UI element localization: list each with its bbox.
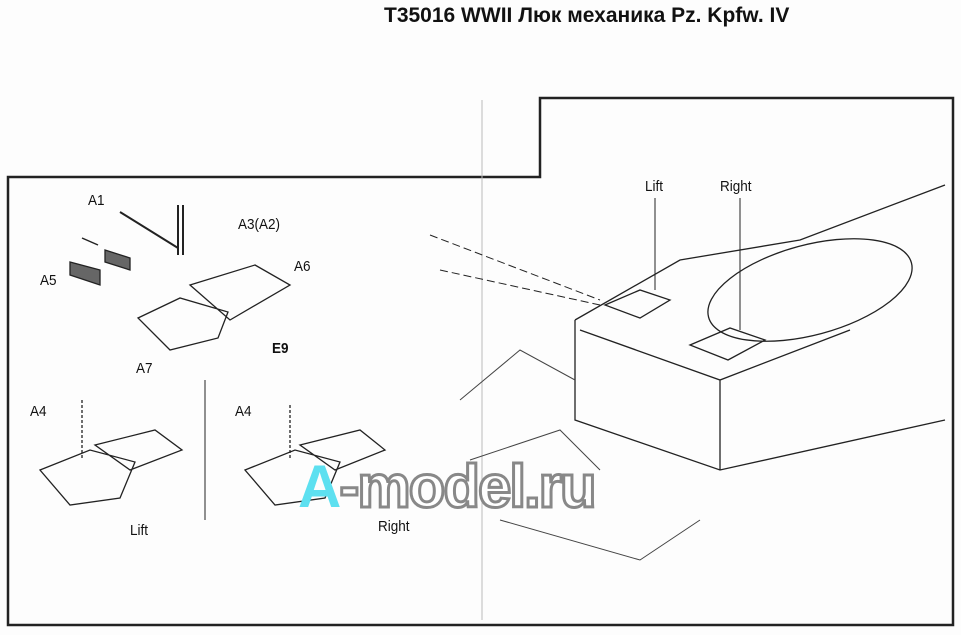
part-label-a4-lift: A4 [30,403,47,420]
part-label-a6: A6 [294,258,311,275]
part-label-a5: A5 [40,272,57,289]
hull-label-lift: Lift [645,178,664,195]
part-label-a7: A7 [136,360,153,377]
page-title: T35016 WWII Люк механика Pz. Kpfw. IV [384,4,790,27]
hatch-right [243,429,387,506]
step-frame [6,96,955,627]
watermark-logo: A-model.ru [298,452,598,522]
hatch-main [136,264,292,351]
hull-label-right: Right [720,178,752,195]
part-label-a4-right: A4 [235,403,252,420]
part-label-a3: A3(A2) [238,216,281,233]
tank-hull [574,184,946,471]
part-label-e9: E9 [272,340,289,357]
variant-label-lift: Lift [130,522,149,539]
hatch-lift [38,429,184,506]
variant-label-right: Right [378,518,410,535]
part-label-a1: A1 [88,192,105,209]
